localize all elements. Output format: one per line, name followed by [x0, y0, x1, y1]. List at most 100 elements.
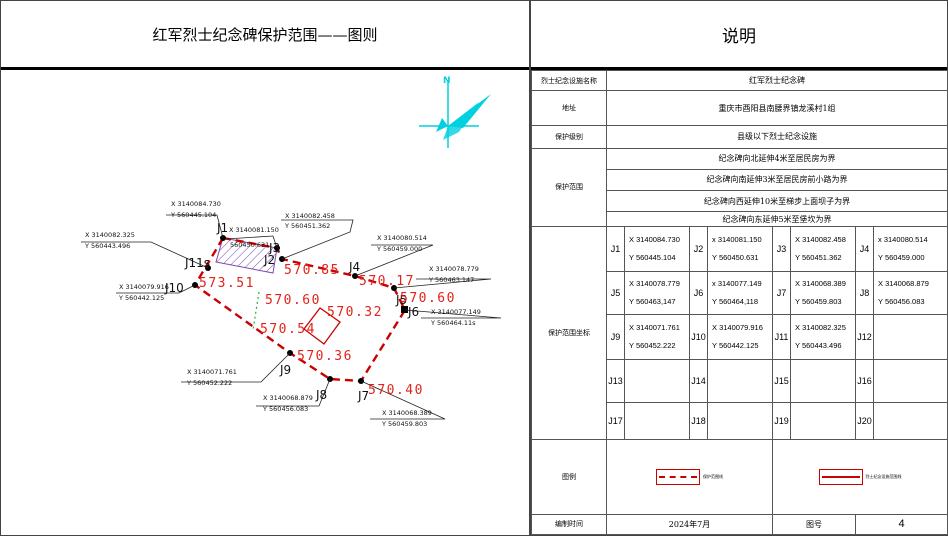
range-west: 纪念碑向西延伸10米至梯步上面坝子为界: [606, 189, 948, 213]
coord-x: x 3140077.149: [712, 279, 762, 289]
coord-value-j16: [873, 358, 948, 404]
coord-id-j16: J16: [855, 358, 874, 404]
coord-value-j7: X 3140068.389 Y 560459.803: [790, 270, 856, 316]
monument-area-hatch: [215, 237, 278, 274]
coord-label-j10-y: Y 560442.125: [118, 294, 164, 302]
coord-label-j6-y: Y 560464.11s: [430, 319, 476, 327]
elevation-label: 570.85: [284, 263, 340, 278]
elevation-label: 573.51: [199, 276, 255, 291]
coord-key: 保护范围坐标: [531, 226, 607, 441]
coord-value-j10: X 3140079.916 Y 560442.125: [707, 314, 773, 360]
coord-y: Y 560442.125: [712, 341, 759, 351]
name-value: 红军烈士纪念碑: [606, 69, 948, 92]
range-north: 纪念碑向北延伸4米至居民房为界: [606, 147, 948, 170]
coord-x: X 3140078.779: [629, 279, 680, 289]
coord-id-j19: J19: [772, 402, 791, 441]
coord-label-j5-x: X 3140078.779: [429, 265, 479, 273]
coord-label-j11-x: X 3140082.325: [85, 231, 135, 239]
coord-id-j11: J11: [772, 314, 791, 360]
coord-y: Y 560445.104: [629, 253, 676, 263]
coord-label-j8-y: Y 560456.083: [262, 405, 308, 413]
level-value: 县级以下烈士纪念设施: [606, 125, 948, 149]
coord-id-j1: J1: [606, 226, 625, 272]
coord-value-j20: [873, 402, 948, 441]
vertex-label-j5: J5: [395, 293, 407, 307]
coord-value-j18: [707, 402, 773, 441]
north-arrow-icon: N: [419, 76, 491, 148]
coord-x: X 3140079.916: [712, 323, 763, 333]
coord-id-j8: J8: [855, 270, 874, 316]
vertex-label-j10: J10: [164, 281, 184, 295]
legend-facility-line: 烈士纪念设施范围线: [772, 439, 948, 515]
name-key: 烈士纪念设施名称: [531, 69, 607, 92]
coord-label-j1-y: Y 560445.104: [170, 211, 216, 219]
vertex-label-j3: J3: [268, 241, 280, 255]
coord-label-j3-x: X 3140082.458: [285, 212, 335, 220]
legend-title: 说明: [722, 26, 756, 47]
elevation-label: 570.36: [297, 349, 353, 364]
coord-id-j13: J13: [606, 358, 625, 404]
coord-x: X 3140068.389: [795, 279, 846, 289]
coord-y: Y 560463,147: [629, 297, 676, 307]
coord-value-j13: [624, 358, 690, 404]
figure-key: 图号: [772, 513, 856, 536]
green-edge-line: [252, 291, 260, 331]
coord-y: Y 560459.803: [795, 297, 842, 307]
date-value: 2024年7月: [606, 513, 773, 536]
coord-id-j3: J3: [772, 226, 791, 272]
coord-label-j4-x: X 3140080.514: [377, 234, 427, 242]
coord-label-j5-y: Y 560463.147: [428, 276, 474, 284]
coord-x: X 3140071.761: [629, 323, 680, 333]
range-key: 保护范围: [531, 147, 607, 228]
coord-id-j2: J2: [689, 226, 708, 272]
coord-id-j9: J9: [606, 314, 625, 360]
coord-label-j1-x: X 3140084.730: [171, 200, 221, 208]
vertex-label-j4: J4: [348, 260, 360, 274]
coord-x: X 3140068.879: [878, 279, 929, 289]
legend-panel: 说明 烈士纪念设施名称 红军烈士纪念碑 地址 重庆市酉阳县南腰界镇龙溪村1组 保…: [530, 0, 948, 536]
coord-label-j9-y: Y 560452.222: [186, 379, 232, 387]
coord-y: Y 560451.362: [795, 253, 842, 263]
elevation-label: 570.60: [265, 293, 321, 308]
coord-label-j9-x: X 3140071.761: [187, 368, 237, 376]
elevation-labels: 570.85570.17570.60573.51570.60570.32570.…: [199, 263, 454, 398]
coord-label-j8-x: X 3140068.879: [263, 394, 313, 402]
coord-value-j12: [873, 314, 948, 360]
protection-boundary: [193, 236, 407, 383]
map-panel: 红军烈士纪念碑保护范围——图则 N: [0, 0, 530, 536]
coord-y: Y 560443.496: [795, 341, 842, 351]
map-title: 红军烈士纪念碑保护范围——图则: [152, 25, 378, 44]
figure-value: 4: [855, 513, 948, 536]
elevation-label: 570.40: [368, 383, 424, 398]
coord-id-j5: J5: [606, 270, 625, 316]
coord-id-j6: J6: [689, 270, 708, 316]
level-key: 保护级别: [531, 125, 607, 149]
north-label: N: [443, 76, 451, 86]
elevation-label: 570.32: [327, 305, 383, 320]
coord-id-j10: J10: [689, 314, 708, 360]
coord-value-j11: X 3140082.325 Y 560443.496: [790, 314, 856, 360]
coord-id-j20: J20: [855, 402, 874, 441]
coord-label-j4-y: Y 560459.000: [376, 245, 422, 253]
coord-y: Y 560450.631: [712, 253, 759, 263]
coord-label-j2-x: X 3140081.150: [229, 226, 279, 234]
coordinate-labels: X 3140084.730 Y 560445.104 X 3140081.150 Y …: [84, 200, 481, 428]
coord-x: X 3140082.325: [795, 323, 846, 333]
coord-id-j17: J17: [606, 402, 625, 441]
coord-value-j5: X 3140078.779 Y 560463,147: [624, 270, 690, 316]
vertex-label-j1: J1: [216, 221, 228, 235]
date-key: 编制时间: [531, 513, 607, 536]
coord-value-j17: [624, 402, 690, 441]
coord-value-j3: X 3140082.458 Y 560451.362: [790, 226, 856, 272]
coord-x: X 3140082.458: [795, 235, 846, 245]
coord-id-j15: J15: [772, 358, 791, 404]
coord-x: x 3140080.514: [878, 235, 928, 245]
coord-id-j18: J18: [689, 402, 708, 441]
coord-id-j7: J7: [772, 270, 791, 316]
